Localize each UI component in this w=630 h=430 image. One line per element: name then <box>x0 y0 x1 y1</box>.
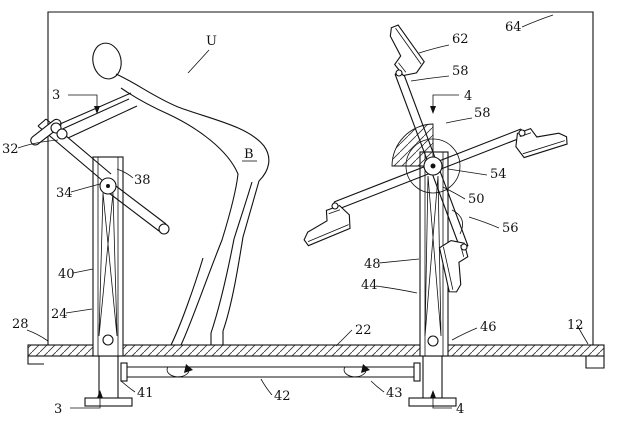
ref-label-32: 32 <box>2 142 19 157</box>
ref-label-58a: 58 <box>452 64 469 79</box>
section-marker-3-bottom <box>70 390 103 409</box>
right-pivot-hub <box>423 156 443 176</box>
boot-left <box>296 203 356 247</box>
hand <box>56 128 68 140</box>
left-pedestal <box>84 356 133 407</box>
ref-label-46: 46 <box>480 320 497 335</box>
ref-label-22: 22 <box>355 323 372 338</box>
boot-right <box>511 117 570 162</box>
boot-strap <box>451 209 464 235</box>
ref-label-3-top: 3 <box>52 88 60 103</box>
hatched-sector <box>391 123 434 167</box>
ref-label-3-bottom: 3 <box>54 402 62 417</box>
section-marker-4-bottom <box>430 390 452 409</box>
rotation-arrow-right <box>343 364 370 378</box>
ref-label-48: 48 <box>364 257 381 272</box>
ref-label-41: 41 <box>137 386 154 401</box>
base-platform <box>27 344 605 369</box>
ref-label-34: 34 <box>56 186 73 201</box>
backdrop-wall <box>47 11 594 345</box>
ref-label-U: U <box>206 34 217 49</box>
section-marker-3-top <box>68 94 100 114</box>
ref-label-4-top: 4 <box>464 89 472 104</box>
ref-label-44: 44 <box>361 278 378 293</box>
right-post-assembly <box>419 151 449 357</box>
ref-label-54: 54 <box>490 167 507 182</box>
connecting-rod <box>120 362 421 382</box>
ref-label-B: B <box>244 147 254 162</box>
left-pivot-hub <box>99 177 117 195</box>
crank-arm <box>104 182 170 235</box>
ref-label-38: 38 <box>134 173 151 188</box>
ref-label-62: 62 <box>452 32 469 47</box>
far-leg <box>170 181 253 346</box>
ref-label-64: 64 <box>505 20 522 35</box>
rotating-assembly <box>296 22 570 295</box>
ref-label-4-bottom: 4 <box>456 402 464 417</box>
human-figure <box>50 42 270 346</box>
ref-label-56: 56 <box>502 221 519 236</box>
torso-and-near-leg <box>115 73 270 346</box>
arms <box>57 92 138 139</box>
ref-label-40: 40 <box>58 267 75 282</box>
head <box>92 42 122 80</box>
ref-label-28: 28 <box>12 317 29 332</box>
rotation-arrow-left <box>166 364 193 378</box>
ref-label-58b: 58 <box>474 106 491 121</box>
ref-label-50: 50 <box>468 192 485 207</box>
section-marker-4-top <box>430 94 459 114</box>
ref-label-42: 42 <box>274 389 291 404</box>
ref-label-43: 43 <box>386 386 403 401</box>
ref-label-12: 12 <box>567 318 584 333</box>
leader-lines <box>17 14 589 396</box>
ref-label-24: 24 <box>51 307 68 322</box>
